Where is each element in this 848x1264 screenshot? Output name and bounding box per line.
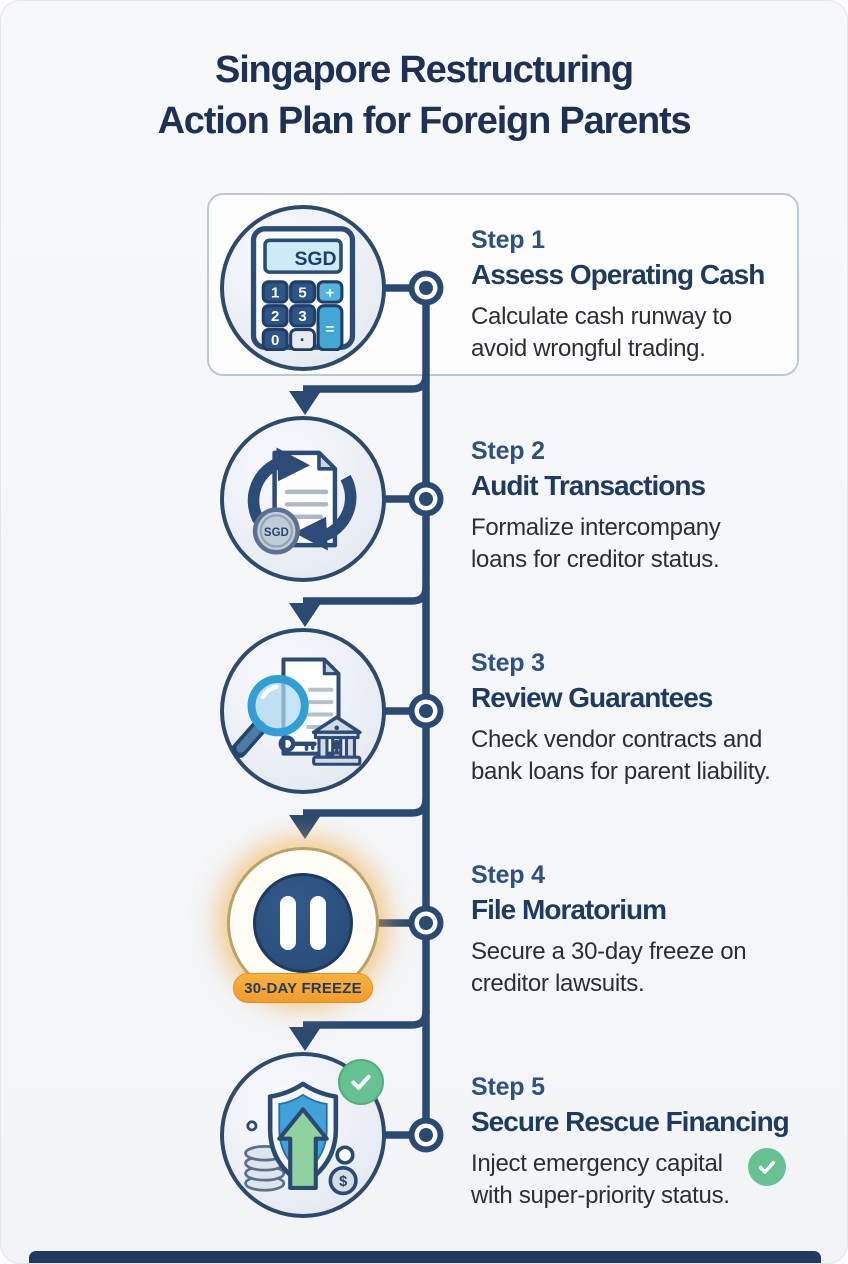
branch-to-step-3 xyxy=(303,586,430,605)
calc-key-1: 1 xyxy=(271,284,279,301)
pause-bar-left xyxy=(280,896,296,950)
title-line-1: Singapore Restructuring xyxy=(215,49,634,91)
timeline-nodes xyxy=(408,270,444,1153)
branch-to-step-4 xyxy=(303,798,430,817)
step-1-icon-circle: SGD 1 5 + 2 3 = 0 · xyxy=(220,205,386,371)
calc-key-equals: = xyxy=(326,321,335,338)
timeline-node-3 xyxy=(408,693,444,729)
step-2-title: Audit Transactions xyxy=(471,470,706,501)
calc-key-0: 0 xyxy=(271,332,279,349)
step-5-label: Step 5 xyxy=(471,1073,545,1101)
step-3-description: Check vendor contracts and bank loans fo… xyxy=(471,726,771,785)
calc-key-2: 2 xyxy=(271,308,279,325)
freeze-badge-label: 30-DAY FREEZE xyxy=(244,979,362,997)
pause-icon xyxy=(253,873,353,973)
sgd-coin-label: SGD xyxy=(264,527,289,539)
timeline-node-2 xyxy=(408,481,444,517)
step-5-icon-circle: $ xyxy=(220,1052,386,1218)
check-badge-text-icon xyxy=(748,1148,786,1186)
step-1-description: Calculate cash runway to avoid wrongful … xyxy=(471,303,732,362)
calc-key-5: 5 xyxy=(298,284,306,301)
document-exchange-icon: SGD xyxy=(247,447,357,555)
step-4-title: File Moratorium xyxy=(471,894,667,925)
step-3-label: Step 3 xyxy=(471,649,545,677)
arrow-down-step-4-icon xyxy=(289,815,321,839)
bank-icon xyxy=(311,715,362,766)
shield-growth-icon: $ xyxy=(244,1081,358,1196)
step-1-label: Step 1 xyxy=(471,226,545,254)
dot-accent xyxy=(246,1120,258,1132)
branch-to-step-5 xyxy=(303,1010,430,1029)
step-5-description: Inject emergency capital with super-prio… xyxy=(471,1150,730,1209)
calc-key-dot: · xyxy=(300,329,306,349)
step-3-title: Review Guarantees xyxy=(471,682,713,713)
page-title: Singapore Restructuring Action Plan for … xyxy=(1,45,847,147)
step-4-description: Secure a 30-day freeze on creditor lawsu… xyxy=(471,938,747,997)
key-icon xyxy=(278,735,317,753)
magnifier-glass xyxy=(232,675,309,759)
title-line-2: Action Plan for Foreign Parents xyxy=(157,100,692,142)
calculator-icon: SGD 1 5 + 2 3 = 0 · xyxy=(250,226,356,351)
svg-text:$: $ xyxy=(339,1174,347,1190)
check-badge-icon xyxy=(338,1059,384,1105)
step-5-title: Secure Rescue Financing xyxy=(471,1106,790,1137)
step-2-description: Formalize intercompany loans for credito… xyxy=(471,514,721,573)
step-3-icon-circle xyxy=(220,628,386,794)
dot-accent-right xyxy=(335,1145,355,1165)
pause-bar-right xyxy=(310,896,326,950)
timeline-node-5 xyxy=(408,1117,444,1153)
timeline-node-4 xyxy=(408,905,444,941)
arrow-down-step-5-icon xyxy=(289,1027,321,1051)
calc-key-3: 3 xyxy=(298,308,306,325)
step-1-title: Assess Operating Cash xyxy=(471,259,765,290)
calc-key-plus: + xyxy=(326,284,335,301)
up-arrow-icon xyxy=(277,1107,329,1190)
step-2-icon-circle: SGD xyxy=(220,416,386,582)
dollar-coin-icon: $ xyxy=(328,1166,358,1196)
arrow-down-step-2-icon xyxy=(289,391,321,415)
arrow-down-step-3-icon xyxy=(289,603,321,627)
step-4-label: Step 4 xyxy=(471,861,545,889)
coin-stack-icon xyxy=(244,1145,286,1192)
footer-bar xyxy=(29,1251,821,1263)
step-2-label: Step 2 xyxy=(471,437,545,465)
branch-to-step-2 xyxy=(303,374,430,393)
calculator-display: SGD xyxy=(294,248,336,270)
magnifier-contract-icon xyxy=(232,657,362,766)
freeze-badge: 30-DAY FREEZE xyxy=(233,973,373,1003)
